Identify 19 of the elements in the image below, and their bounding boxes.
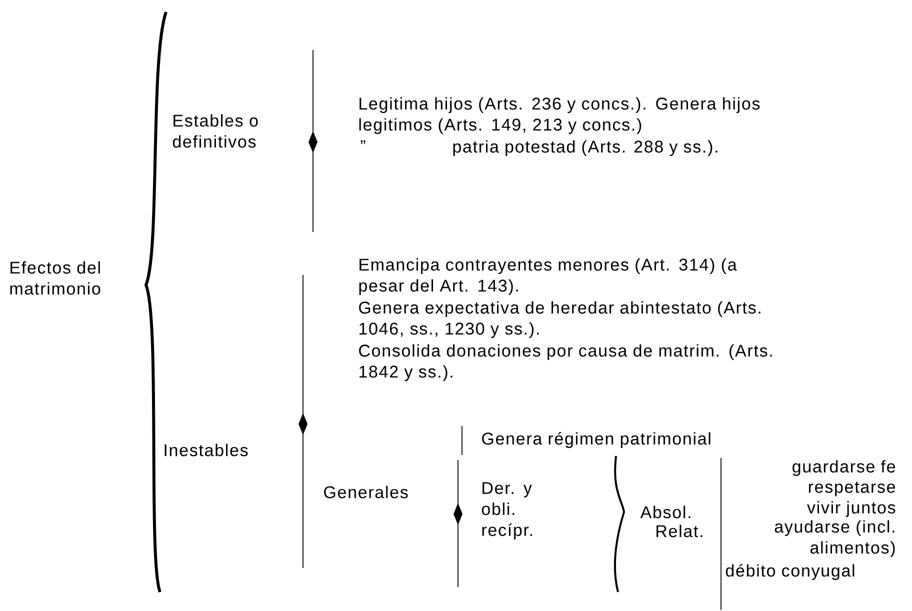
category-text: Estables o definitivos bbox=[172, 114, 258, 148]
category-text: Efectos del matrimonio bbox=[10, 261, 100, 295]
duty-text: ayudarse (incl. alimentos) bbox=[774, 520, 895, 558]
effect-text: Emancipa contrayentes menores (Art. 314) (a pesar del Art. 143). bbox=[359, 258, 737, 296]
effect-text: Legitima hijos (Arts. 236 y concs.). Genera hijos legitimos (Arts. 149, 213 y concs.) bbox=[359, 97, 760, 134]
duty-text: respetarse bbox=[808, 482, 896, 496]
effect-text: Genera régimen patrimonial bbox=[482, 432, 710, 448]
category-text: Der. y obli. recípr. bbox=[482, 482, 532, 540]
effect-text: Genera expectativa de heredar abintestato (Arts. 1046, ss., 1230 y ss.). bbox=[359, 301, 760, 338]
category-text: Absol. bbox=[640, 506, 690, 518]
duty-text: guardarse fe bbox=[792, 460, 896, 476]
category-text: Relat. bbox=[656, 524, 702, 538]
effect-text: Consolida donaciones por causa de matrim. (Arts. 1842 y ss.). bbox=[359, 344, 772, 382]
category-text: Generales bbox=[324, 486, 408, 498]
duty-text: débito conyugal bbox=[726, 564, 854, 580]
duty-text: vivir juntos bbox=[807, 501, 896, 517]
effect-text: patria potestad (Arts. 288 y ss.). bbox=[453, 140, 718, 156]
category-text: Inestables bbox=[164, 444, 248, 456]
ditto-mark: ” bbox=[360, 140, 366, 144]
